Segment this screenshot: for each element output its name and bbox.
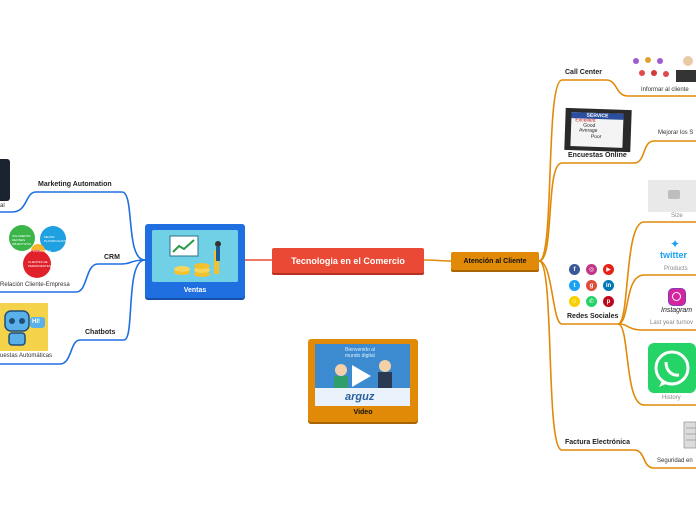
factura-image	[680, 418, 696, 454]
call-center-leaf[interactable]: Informar al cliente	[641, 87, 689, 93]
factura-electronica-label[interactable]: Factura Electrónica	[565, 439, 630, 446]
chatbot-badge: HI!	[32, 319, 40, 325]
whatsapp-logo-image	[648, 343, 696, 393]
survey-option-4: Poor	[590, 133, 602, 141]
chatbots-label[interactable]: Chatbots	[85, 329, 116, 336]
video-node[interactable]: Bienvenido al mundo digital arguz Video	[308, 339, 418, 422]
linkedin-icon: in	[603, 280, 614, 291]
marketing-automation-leaf[interactable]: al	[0, 203, 5, 209]
twitter-logo-image: ✦ twitter	[660, 237, 687, 260]
facebook-icon: f	[569, 264, 580, 275]
chatbot-image: HI!	[0, 303, 48, 351]
whatsapp-icon: ✆	[586, 296, 597, 307]
crm-bubble-3: CONSULTAS	[33, 249, 51, 253]
crm-bubble-4: CLIENTES DE PERMANENTES	[28, 260, 51, 268]
chatbots-leaf[interactable]: uestas Automáticas	[0, 353, 53, 359]
play-icon[interactable]	[352, 365, 371, 387]
pinterest-icon: p	[603, 296, 614, 307]
atencion-node[interactable]: Atención al Cliente	[451, 252, 539, 270]
marketing-automation-image	[0, 159, 10, 201]
youtube-icon: ▶	[603, 264, 614, 275]
instagram-icon: ◎	[586, 264, 597, 275]
turnover-leaf[interactable]: Last year turnov	[650, 320, 694, 326]
factura-leaf[interactable]: Seguridad en	[657, 458, 693, 464]
crm-bubble-2: MEJOR PLANIFICACION	[44, 235, 68, 243]
video-label: Video	[353, 409, 373, 416]
ventas-node[interactable]: Ventas	[145, 224, 245, 298]
crm-leaf[interactable]: Relación Cliente-Empresa	[0, 282, 70, 288]
encuestas-online-label[interactable]: Encuestas Online	[568, 152, 627, 159]
redes-sociales-label[interactable]: Redes Sociales	[567, 313, 619, 320]
encuestas-image: SERVICE Excellent Good Average Poor	[564, 107, 632, 153]
ventas-image	[152, 230, 238, 282]
video-brand: arguz	[345, 391, 375, 403]
products-leaf[interactable]: Products	[664, 266, 688, 272]
size-image	[648, 180, 696, 212]
camera-icon	[668, 190, 680, 199]
twitter-icon: t	[569, 280, 580, 291]
marketing-automation-label[interactable]: Marketing Automation	[38, 181, 112, 188]
call-center-image	[628, 54, 696, 86]
size-leaf[interactable]: Size	[671, 213, 683, 219]
encuestas-leaf[interactable]: Mejorar los S	[658, 130, 694, 136]
crm-bubble-1: SOLAMENTE DEFINES OBJECTIVOS	[12, 234, 32, 246]
ventas-label: Ventas	[183, 287, 207, 294]
central-topic[interactable]: Tecnologia en el Comercio	[272, 248, 424, 273]
twitter-wordmark: twitter	[660, 250, 687, 260]
video-thumbnail: Bienvenido al mundo digital arguz	[315, 344, 410, 406]
crm-image: SOLAMENTE DEFINES OBJECTIVOS MEJOR PLANI…	[8, 222, 68, 278]
crm-label[interactable]: CRM	[104, 254, 120, 261]
instagram-logo-image: Instagram	[658, 287, 696, 319]
snapchat-icon: ☺	[569, 296, 580, 307]
video-banner-text: Bienvenido al mundo digital	[345, 347, 376, 359]
instagram-wordmark: Instagram	[661, 307, 693, 314]
call-center-label[interactable]: Call Center	[565, 69, 602, 76]
google-plus-icon: g	[586, 280, 597, 291]
history-leaf[interactable]: History	[662, 395, 681, 401]
